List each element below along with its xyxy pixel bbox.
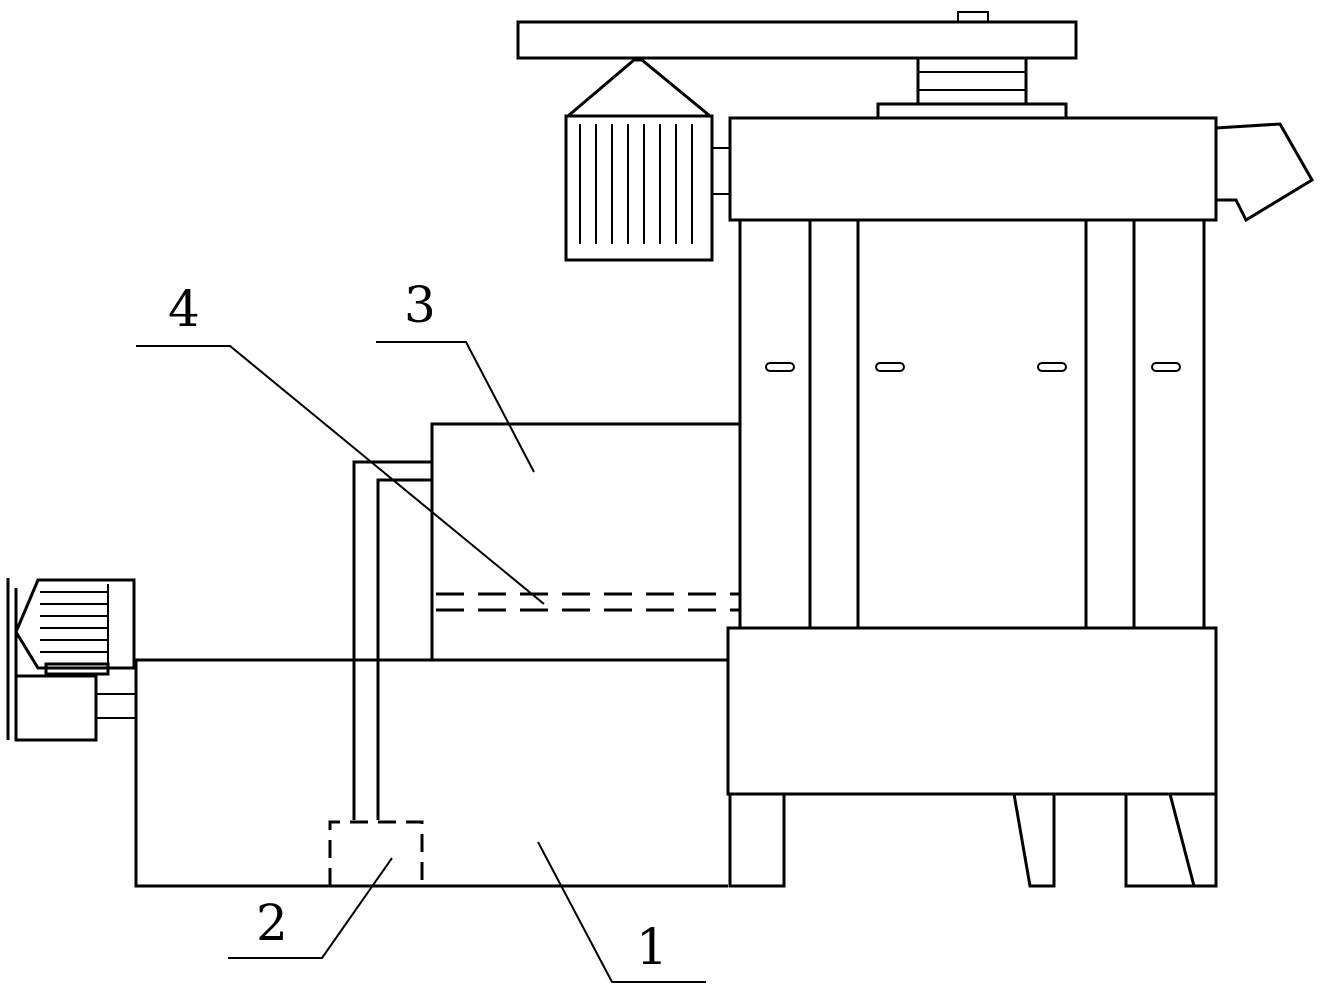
discharge-chute <box>1215 122 1315 223</box>
leader-lines <box>136 341 706 983</box>
shaft-coupling <box>876 56 1068 120</box>
label-part-3: 3 <box>404 276 436 334</box>
leader-line-2 <box>228 857 393 959</box>
top-cover-plate <box>516 11 1078 60</box>
label-part-1: 1 <box>636 918 668 976</box>
support-legs <box>728 792 1218 888</box>
water-pipe <box>352 460 432 820</box>
column-base <box>726 626 1218 796</box>
spray-box <box>430 422 740 660</box>
leader-line-3 <box>376 341 535 473</box>
water-tank <box>134 658 728 888</box>
top-motor <box>564 58 730 262</box>
label-part-2: 2 <box>256 894 288 952</box>
submersible-pump <box>328 820 424 886</box>
screen-column <box>738 220 1206 628</box>
label-part-4: 4 <box>168 280 200 338</box>
upper-housing <box>728 116 1218 222</box>
leader-line-4 <box>136 345 545 605</box>
spray-pipe <box>436 592 740 612</box>
pump-motor <box>6 578 136 742</box>
leader-line-1 <box>537 841 706 983</box>
door-handles <box>765 362 1181 372</box>
